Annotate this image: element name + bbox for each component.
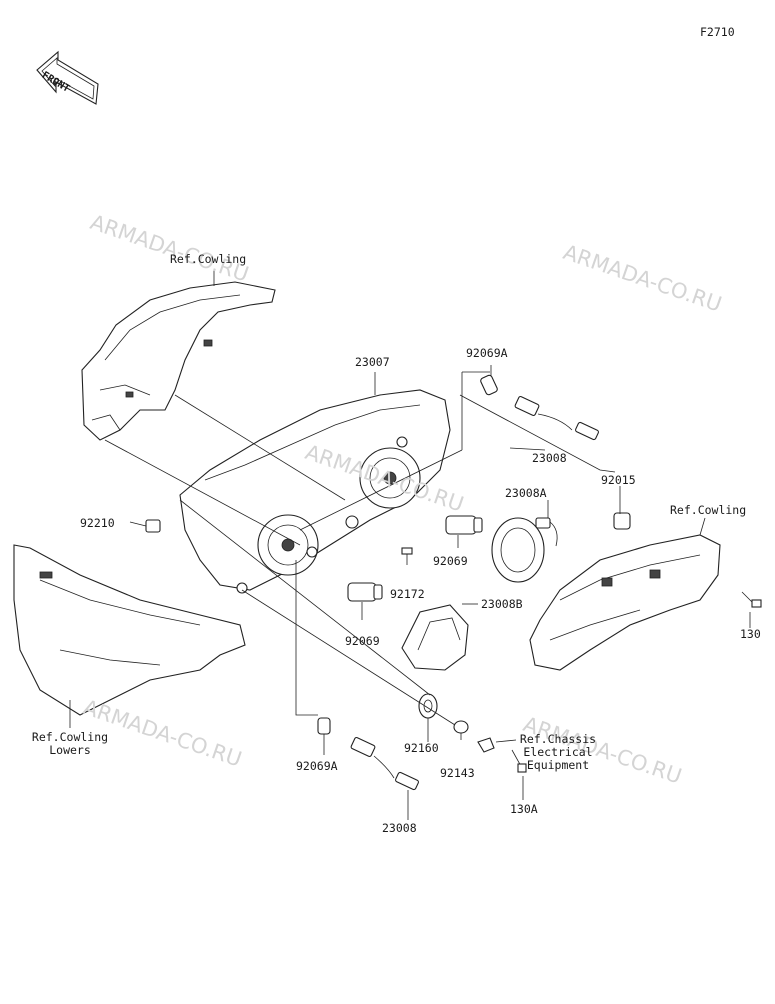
part-label-23008-bottom: 23008 — [382, 821, 417, 835]
part-label-92160: 92160 — [404, 741, 439, 755]
part-label-23008-top: 23008 — [532, 451, 567, 465]
ref-chassis-line3: Equipment — [526, 758, 590, 772]
part-label-92210: 92210 — [80, 516, 115, 530]
part-label-92143: 92143 — [440, 766, 475, 780]
socket-23008-top — [514, 396, 599, 441]
part-label-92069A-bottom: 92069A — [296, 759, 338, 773]
collar-92015 — [613, 512, 631, 530]
ref-chassis-line1: Ref.Chassis — [519, 732, 597, 746]
cover-23008A — [491, 517, 558, 583]
right-cowling — [529, 534, 721, 671]
cover-23008B — [401, 604, 469, 671]
nut-92210 — [145, 519, 161, 533]
bulb-92069-mid — [445, 515, 483, 535]
front-arrow-icon — [36, 50, 99, 105]
bolt-130A — [511, 749, 527, 773]
socket-23008-bottom — [350, 737, 419, 791]
part-label-92069-mid: 92069 — [433, 554, 468, 568]
figure-code: F2710 — [700, 25, 735, 39]
part-label-23008B: 23008B — [481, 597, 523, 611]
upper-cowling — [81, 281, 276, 441]
ref-cowling-lowers: Ref.Cowling Lowers — [25, 731, 115, 757]
ref-cowling-lowers-line2: Lowers — [49, 743, 91, 757]
ref-cowling-right: Ref.Cowling — [670, 503, 747, 517]
part-label-92069-low: 92069 — [345, 634, 380, 648]
part-label-92069A-top: 92069A — [466, 346, 508, 360]
bulb-92069-low — [347, 582, 383, 602]
part-label-92015: 92015 — [601, 473, 636, 487]
ref-chassis-line2: Electrical — [523, 745, 593, 759]
bulb-92069A-top — [480, 374, 498, 396]
headlight-housing — [179, 389, 451, 594]
part-label-92172: 92172 — [390, 587, 425, 601]
grommet-92160 — [418, 693, 438, 719]
part-label-130: 130 — [740, 627, 761, 641]
bulb-92069A-bottom — [317, 717, 331, 735]
bolt-130 — [741, 591, 762, 608]
part-label-23007: 23007 — [355, 355, 390, 369]
lower-cowling — [13, 544, 246, 716]
ref-chassis-electrical: Ref.Chassis Electrical Equipment — [512, 733, 604, 772]
part-label-130A: 130A — [510, 802, 538, 816]
screw-92172 — [401, 547, 413, 560]
leader-lines — [69, 270, 751, 820]
part-label-23008A: 23008A — [505, 486, 547, 500]
ref-cowling-top: Ref.Cowling — [170, 252, 247, 266]
chassis-clip — [477, 737, 495, 753]
washer-92143 — [453, 720, 469, 734]
ref-cowling-lowers-line1: Ref.Cowling — [31, 730, 109, 744]
